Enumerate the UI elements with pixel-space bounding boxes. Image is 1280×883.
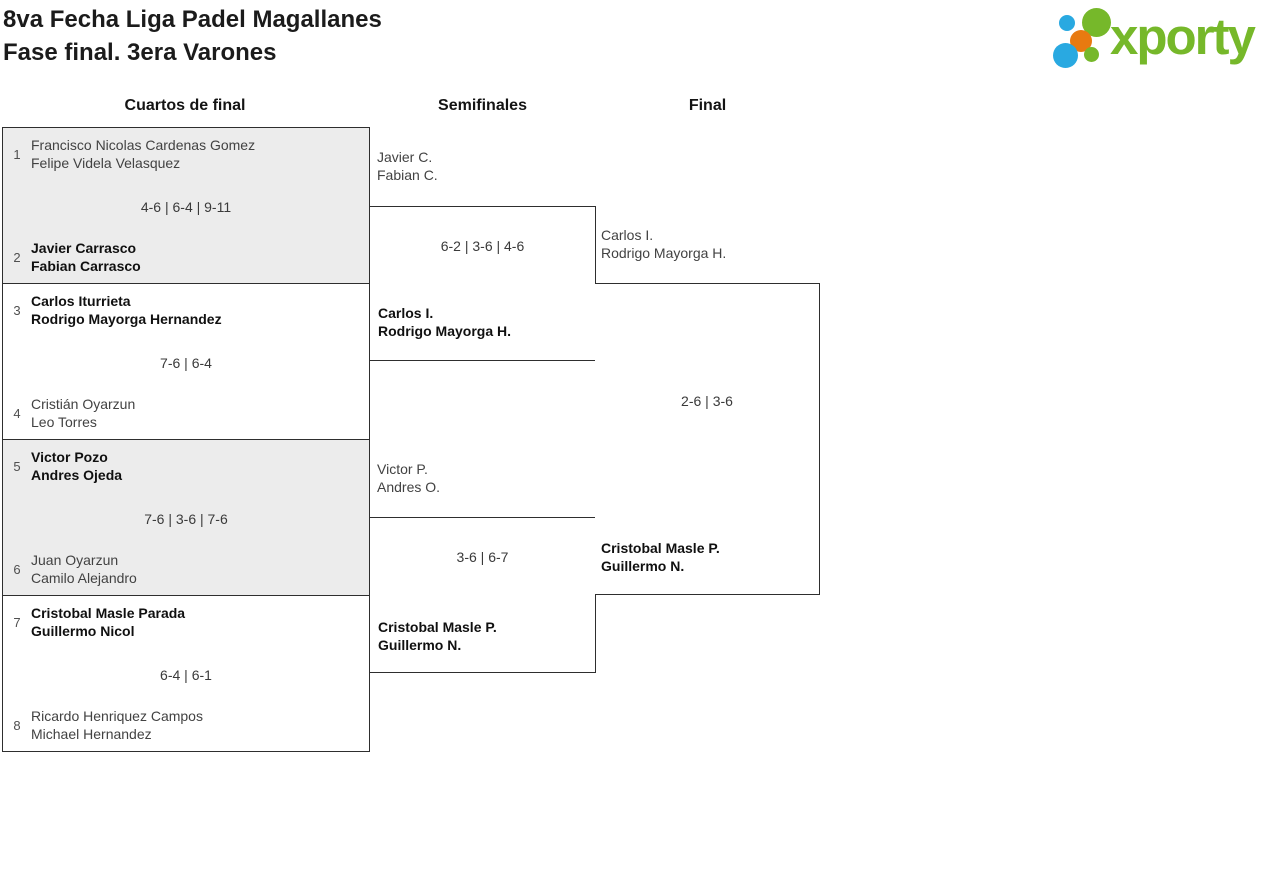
player-name: Felipe Videla Velasquez xyxy=(31,155,181,171)
final-top-team: Carlos I. Rodrigo Mayorga H. xyxy=(601,226,726,262)
seed-number: 1 xyxy=(13,146,21,162)
quarterfinal-match-3: 5 Victor Pozo Andres Ojeda 7-6 | 3-6 | 7… xyxy=(2,439,370,596)
player-name: Fabian C. xyxy=(377,167,438,183)
tournament-winner: Cristobal Masle P. Guillermo N. xyxy=(601,539,720,575)
player-name: Francisco Nicolas Cardenas Gomez xyxy=(31,137,256,153)
team-name-winner: Cristobal Masle Parada Guillermo Nicol xyxy=(31,604,185,640)
seed-number: 6 xyxy=(13,561,21,577)
team-name-winner: Victor Pozo Andres Ojeda xyxy=(31,448,122,484)
logo-dot-blue-large xyxy=(1053,43,1078,68)
player-name: Fabian Carrasco xyxy=(31,258,141,274)
player-name: Carlos I. xyxy=(601,227,654,243)
player-name: Ricardo Henriquez Campos xyxy=(31,708,203,724)
player-name: Guillermo N. xyxy=(601,558,685,574)
quarterfinal-match-1: 1 Francisco Nicolas Cardenas Gomez Felip… xyxy=(2,127,370,284)
logo-dot-orange xyxy=(1070,30,1092,52)
match-score: 3-6 | 6-7 xyxy=(456,549,509,565)
match-score: 7-6 | 3-6 | 7-6 xyxy=(144,511,228,527)
player-name: Camilo Alejandro xyxy=(31,570,137,586)
match-slot: 1 Francisco Nicolas Cardenas Gomez Felip… xyxy=(7,136,255,172)
match-slot: 2 Javier Carrasco Fabian Carrasco xyxy=(7,239,141,275)
seed-number: 2 xyxy=(13,249,21,265)
player-name: Carlos I. xyxy=(378,305,434,321)
team-name: Ricardo Henriquez Campos Michael Hernand… xyxy=(31,707,203,743)
team-name: Cristián Oyarzun Leo Torres xyxy=(31,395,135,431)
player-name: Andres Ojeda xyxy=(31,467,123,483)
seed-number: 4 xyxy=(13,405,21,421)
logo-dot-blue-small xyxy=(1059,15,1075,31)
semifinal-match-2: 3-6 | 6-7 Cristobal Masle P. Guillermo N… xyxy=(369,517,596,673)
round-header-final: Final xyxy=(688,97,727,114)
semifinal-1-winner: Carlos I. Rodrigo Mayorga H. xyxy=(378,304,511,340)
semifinal-2-top-team: Victor P. Andres O. xyxy=(377,460,440,496)
player-name: Rodrigo Mayorga H. xyxy=(601,245,727,261)
match-slot: 5 Victor Pozo Andres Ojeda xyxy=(7,448,122,484)
seed-number: 3 xyxy=(13,302,21,318)
player-name: Cristián Oyarzun xyxy=(31,396,136,412)
seed-number: 5 xyxy=(13,458,21,474)
semifinal-2-winner: Cristobal Masle P. Guillermo N. xyxy=(378,618,497,654)
match-slot: 3 Carlos Iturrieta Rodrigo Mayorga Herna… xyxy=(7,292,222,328)
player-name: Michael Hernandez xyxy=(31,726,152,742)
player-name: Cristobal Masle P. xyxy=(378,619,497,635)
player-name: Andres O. xyxy=(377,479,441,495)
match-score: 6-4 | 6-1 xyxy=(160,667,212,683)
match-slot: 4 Cristián Oyarzun Leo Torres xyxy=(7,395,135,431)
team-name-winner: Javier Carrasco Fabian Carrasco xyxy=(31,239,141,275)
player-name: Victor Pozo xyxy=(31,449,108,465)
logo-wordmark: xporty xyxy=(1110,8,1256,65)
team-name-winner: Carlos Iturrieta Rodrigo Mayorga Hernand… xyxy=(31,292,222,328)
player-name: Javier Carrasco xyxy=(31,240,137,256)
match-slot: 6 Juan Oyarzun Camilo Alejandro xyxy=(7,551,137,587)
player-name: Juan Oyarzun xyxy=(31,552,119,568)
player-name: Javier C. xyxy=(377,149,433,165)
player-name: Victor P. xyxy=(377,461,428,477)
team-name: Francisco Nicolas Cardenas Gomez Felipe … xyxy=(31,136,255,172)
match-score: 2-6 | 3-6 xyxy=(681,393,733,409)
logo-dot-green-small xyxy=(1084,47,1099,62)
match-score: 4-6 | 6-4 | 9-11 xyxy=(140,199,232,215)
player-name: Guillermo Nicol xyxy=(31,623,135,639)
semifinal-1-top-team: Javier C. Fabian C. xyxy=(377,148,438,184)
page-title: 8va Fecha Liga Padel Magallanes Fase fin… xyxy=(3,3,382,69)
title-line-2: Fase final. 3era Varones xyxy=(3,39,277,66)
match-slot: 8 Ricardo Henriquez Campos Michael Herna… xyxy=(7,707,203,743)
player-name: Rodrigo Mayorga H. xyxy=(378,323,512,339)
title-line-1: 8va Fecha Liga Padel Magallanes xyxy=(3,6,382,33)
team-name: Juan Oyarzun Camilo Alejandro xyxy=(31,551,137,587)
match-score: 7-6 | 6-4 xyxy=(160,355,212,371)
player-name: Guillermo N. xyxy=(378,637,462,653)
player-name: Cristobal Masle Parada xyxy=(31,605,186,621)
match-slot: 7 Cristobal Masle Parada Guillermo Nicol xyxy=(7,604,185,640)
semifinal-match-1: 6-2 | 3-6 | 4-6 Carlos I. Rodrigo Mayorg… xyxy=(369,206,596,361)
round-header-cuartos: Cuartos de final xyxy=(124,97,246,114)
player-name: Cristobal Masle P. xyxy=(601,540,720,556)
seed-number: 7 xyxy=(13,614,21,630)
seed-number: 8 xyxy=(13,717,21,733)
match-score: 6-2 | 3-6 | 4-6 xyxy=(440,238,525,254)
xporty-logo[interactable]: xporty xyxy=(1050,5,1280,71)
final-match: 2-6 | 3-6 Cristobal Masle P. Guillermo N… xyxy=(595,283,820,595)
player-name: Leo Torres xyxy=(31,414,97,430)
quarterfinal-match-2: 3 Carlos Iturrieta Rodrigo Mayorga Herna… xyxy=(2,283,370,440)
quarterfinal-match-4: 7 Cristobal Masle Parada Guillermo Nicol… xyxy=(2,595,370,752)
player-name: Carlos Iturrieta xyxy=(31,293,131,309)
player-name: Rodrigo Mayorga Hernandez xyxy=(31,311,222,327)
round-header-semifinales: Semifinales xyxy=(438,97,527,114)
